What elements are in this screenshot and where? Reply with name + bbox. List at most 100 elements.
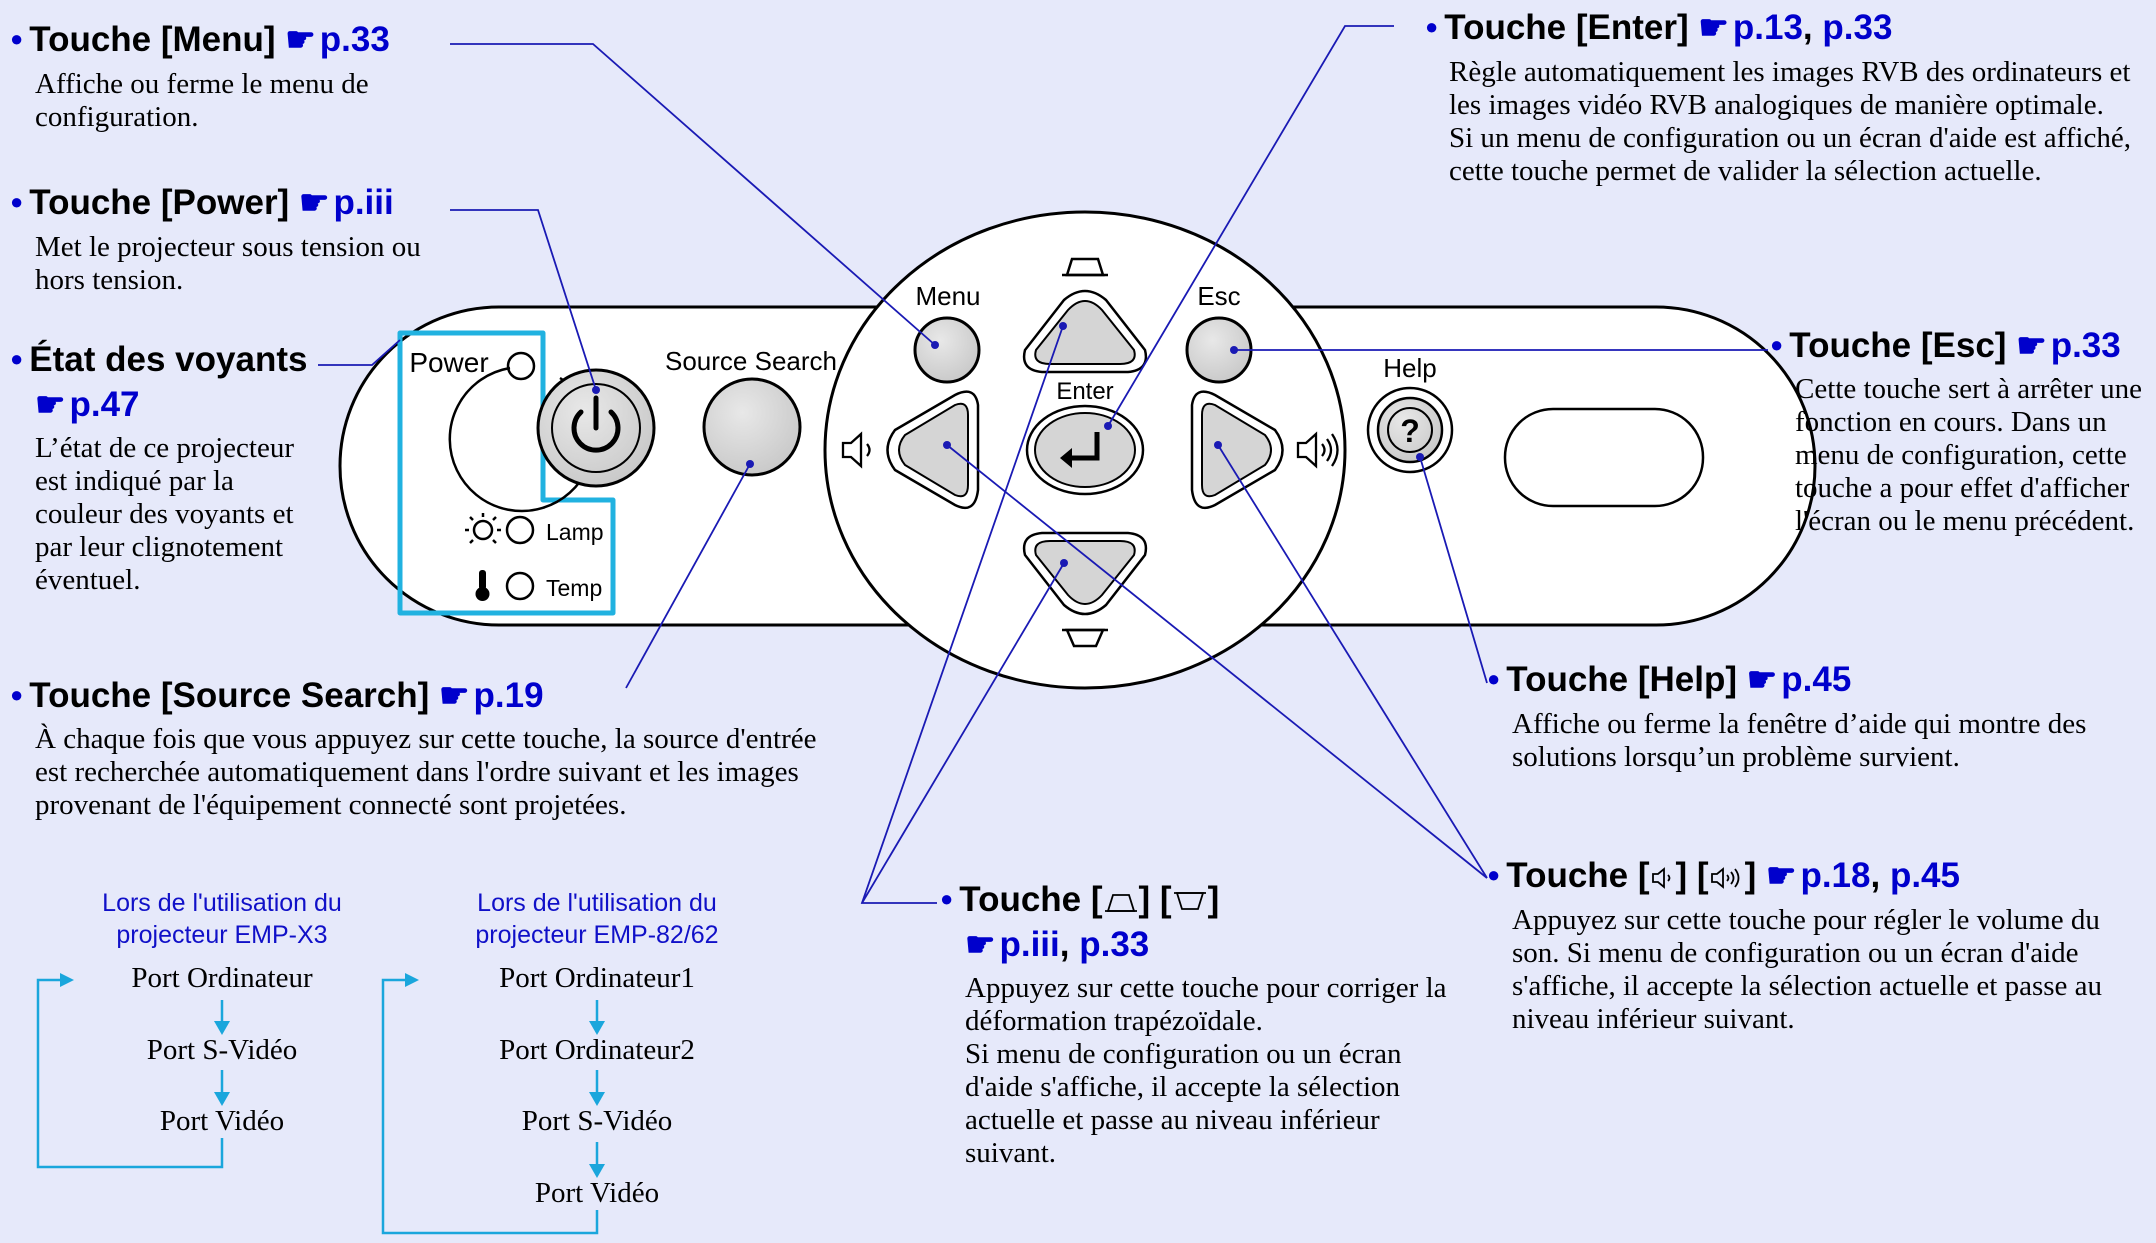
pointing-hand-icon: ☛: [1765, 857, 1797, 895]
leader-dots: [592, 322, 1424, 567]
flow-x3-item: Port Ordinateur: [131, 962, 313, 994]
flow-82-item: Port Ordinateur2: [499, 1034, 695, 1066]
pointing-hand-icon: ☛: [439, 677, 470, 715]
volume-page-link[interactable]: ☛p.18: [1765, 856, 1871, 895]
source-search-title: Touche [Source Search]: [29, 676, 430, 715]
temp-icon: [475, 570, 490, 601]
bullet-icon: ●: [940, 885, 954, 911]
enter-page-link-2[interactable]: p.33: [1822, 8, 1893, 47]
power-indicator-light: [506, 351, 536, 381]
temp-label: Temp: [546, 575, 602, 601]
bullet-icon: ●: [10, 188, 24, 214]
menu-title: Touche [Menu]: [29, 20, 276, 59]
ir-receiver: [1503, 407, 1705, 508]
bullet-icon: ●: [10, 681, 24, 707]
power-label: Power: [409, 347, 488, 378]
volume-page-link-2[interactable]: p.45: [1889, 856, 1960, 895]
lamp-icon: [465, 513, 501, 544]
power-highlight-box: [397, 330, 616, 616]
pointing-hand-icon: ☛: [285, 21, 316, 59]
pointing-hand-icon: ☛: [35, 386, 66, 424]
keystone-page-link[interactable]: ☛p.iii: [965, 925, 1060, 964]
volume-down-icon: [1651, 867, 1670, 889]
volume-description: Appuyez sur cette touche pour régler le …: [1512, 904, 2103, 1035]
help-button: ?: [1366, 386, 1454, 474]
bullet-icon: ●: [1487, 861, 1501, 887]
enter-page-link[interactable]: ☛p.13: [1698, 8, 1803, 47]
voyants-heading: ●État des voyants: [10, 340, 307, 382]
volume-up-icon: [1296, 431, 1339, 469]
menu-page-link[interactable]: ☛p.33: [285, 20, 390, 59]
enter-label: Enter: [1056, 378, 1113, 405]
esc-description: Cette touche sert à arrêter une fonction…: [1795, 373, 2143, 537]
voyants-description: L’état de ce projecteur est indiqué par …: [35, 432, 294, 596]
flow-82-item: Port S-Vidéo: [521, 1105, 673, 1137]
keystone-refs: ☛p.iii, p.33: [965, 925, 1150, 964]
flow-82-item: Port Ordinateur1: [499, 962, 695, 994]
power-title: Touche [Power]: [29, 183, 290, 222]
flow-x3-item: Port S-Vidéo: [146, 1034, 298, 1066]
pointing-hand-icon: ☛: [2016, 327, 2047, 365]
source-search-heading: ●Touche [Source Search] ☛p.19: [10, 676, 544, 718]
lamp-indicator-light: [505, 515, 535, 545]
menu-description: Affiche ou ferme le menu de configuratio…: [35, 68, 369, 133]
volume-up-button: [1190, 390, 1284, 510]
power-heading: ●Touche [Power] ☛p.iii: [10, 183, 394, 225]
keystone-heading: ●Touche [] []: [940, 880, 1220, 919]
keystone-down-button: [1022, 531, 1148, 616]
keystone-page-link-2[interactable]: p.33: [1079, 925, 1150, 964]
help-label: Help: [1383, 353, 1436, 383]
menu-heading: ●Touche [Menu] ☛p.33: [10, 20, 390, 62]
flow-82-item: Port Vidéo: [534, 1177, 660, 1209]
leader-lines: [318, 25, 1768, 904]
source-search-description: À chaque fois que vous appuyez sur cette…: [35, 723, 817, 821]
enter-button: [1025, 404, 1145, 496]
source-search-button: [702, 377, 802, 477]
bullet-icon: ●: [1770, 331, 1784, 357]
bullet-icon: ●: [10, 25, 24, 51]
enter-title: Touche [Enter]: [1444, 8, 1689, 47]
power-button: [448, 366, 656, 513]
enter-heading: ●Touche [Enter] ☛p.13, p.33: [1425, 8, 1893, 47]
help-heading: ●Touche [Help] ☛p.45: [1487, 660, 1851, 702]
keystone-down-icon: [1173, 892, 1206, 910]
flow-x3-item: Port Vidéo: [159, 1105, 285, 1137]
esc-label: Esc: [1197, 281, 1240, 311]
keystone-up-icon: [1104, 894, 1137, 912]
temp-indicator-light: [505, 571, 535, 601]
power-description: Met le projecteur sous tension ou hors t…: [35, 231, 421, 296]
bullet-icon: ●: [10, 345, 24, 371]
keystone-description: Appuyez sur cette touche pour corriger l…: [965, 972, 1447, 1169]
help-description: Affiche ou ferme la fenêtre d’aide qui m…: [1512, 708, 2087, 773]
volume-up-icon: [1710, 867, 1739, 889]
voyants-title: État des voyants: [29, 340, 308, 379]
pointing-hand-icon: ☛: [965, 926, 996, 964]
pointing-hand-icon: ☛: [1698, 9, 1729, 47]
menu-label: Menu: [915, 281, 980, 311]
pointing-hand-icon: ☛: [298, 184, 330, 222]
help-page-link[interactable]: ☛p.45: [1746, 660, 1852, 699]
esc-heading: ●Touche [Esc] ☛p.33: [1770, 326, 2121, 368]
svg-text:?: ?: [1400, 413, 1420, 449]
flow-arrowheads: [60, 973, 605, 1178]
flow-connectors: [36, 978, 599, 1235]
bullet-icon: ●: [1425, 13, 1439, 39]
power-page-link[interactable]: ☛p.iii: [298, 183, 394, 222]
help-title: Touche [Help]: [1506, 660, 1738, 699]
volume-heading: ●Touche [] [] ☛p.18, p.45: [1487, 856, 1960, 895]
enter-description: Règle automatiquement les images RVB des…: [1449, 56, 2131, 187]
pointing-hand-icon: ☛: [1746, 661, 1778, 699]
source-search-label: Source Search: [665, 346, 837, 376]
menu-button: [913, 316, 981, 384]
voyants-page-link[interactable]: ☛p.47: [35, 385, 140, 424]
esc-page-link[interactable]: ☛p.33: [2016, 326, 2121, 365]
source-search-page-link[interactable]: ☛p.19: [439, 676, 544, 715]
volume-down-icon: [841, 431, 871, 469]
esc-title: Touche [Esc]: [1789, 326, 2007, 365]
lamp-label: Lamp: [546, 519, 604, 545]
volume-down-button: [886, 390, 980, 510]
bullet-icon: ●: [1487, 665, 1501, 691]
